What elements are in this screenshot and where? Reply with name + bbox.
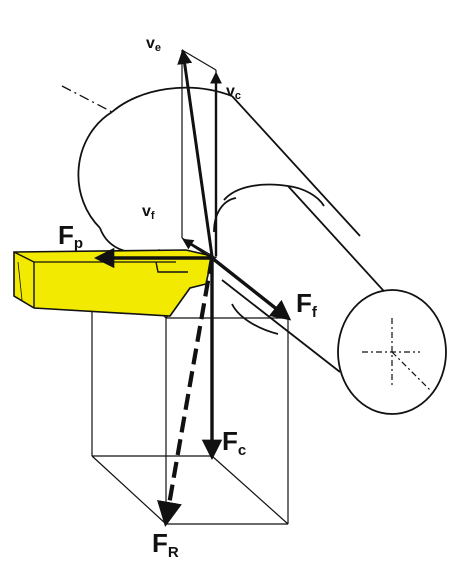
arrow-ve [177, 49, 214, 257]
label-ve: ve [146, 35, 161, 54]
workpiece-axis-line [61, 85, 113, 113]
arrow-ff [210, 256, 292, 321]
cutting-tool [13, 249, 213, 317]
label-fp: Fp [58, 220, 83, 252]
workpiece-large-cylinder [77, 86, 361, 254]
center-mark [362, 318, 431, 391]
label-vc: vc [226, 83, 241, 102]
workpiece-small-cylinder [213, 183, 393, 373]
label-ff: Ff [296, 288, 318, 321]
arrow-vf [182, 238, 213, 259]
label-fc: Fc [222, 426, 246, 459]
label-fr: FR [152, 528, 179, 561]
velocity-vectors [177, 49, 222, 259]
label-vf: vf [142, 203, 155, 222]
force-vectors [93, 247, 292, 527]
